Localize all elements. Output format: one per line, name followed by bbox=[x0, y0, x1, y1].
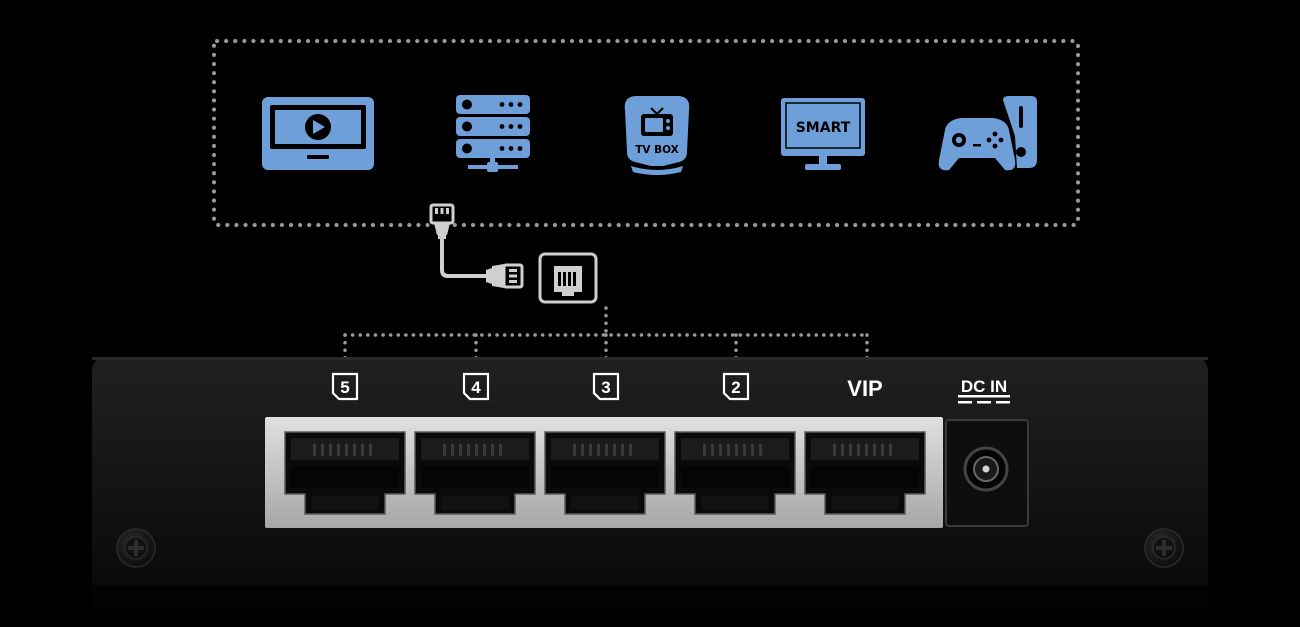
dc-in-label: DC IN bbox=[958, 377, 1010, 404]
media-player-icon bbox=[262, 97, 374, 170]
ethernet-port-icon bbox=[538, 252, 598, 304]
dc-in-jack[interactable] bbox=[945, 419, 1029, 527]
server-icon bbox=[456, 95, 530, 172]
svg-text:5: 5 bbox=[340, 378, 349, 397]
game-console-icon bbox=[938, 96, 1037, 171]
rj45-socket-3[interactable] bbox=[544, 431, 666, 515]
device-group-border bbox=[212, 39, 1080, 227]
screw-left-icon bbox=[116, 528, 156, 568]
dc-in-text: DC IN bbox=[961, 377, 1007, 396]
port-connector-lines bbox=[343, 306, 869, 370]
smart-tv-label: SMART bbox=[796, 120, 851, 136]
port-label-3: 3 bbox=[592, 372, 620, 401]
rj45-socket-vip[interactable] bbox=[804, 431, 926, 515]
port-label-vip: VIP bbox=[847, 376, 882, 401]
rj45-socket-5[interactable] bbox=[284, 431, 406, 515]
svg-text:2: 2 bbox=[731, 378, 740, 397]
svg-text:4: 4 bbox=[471, 378, 481, 397]
port-label-4: 4 bbox=[462, 372, 490, 401]
tv-box-icon: TV BOX bbox=[624, 96, 690, 175]
ethernet-plug-icon bbox=[429, 203, 455, 239]
port-label-2: 2 bbox=[722, 372, 750, 401]
tv-box-label: TV BOX bbox=[635, 144, 679, 156]
ethernet-cable bbox=[429, 203, 524, 289]
svg-text:3: 3 bbox=[601, 378, 610, 397]
rj45-socket-2[interactable] bbox=[674, 431, 796, 515]
port-label-5: 5 bbox=[331, 372, 359, 401]
smart-tv-icon: SMART bbox=[781, 98, 865, 170]
screw-right-icon bbox=[1144, 528, 1184, 568]
rj45-socket-4[interactable] bbox=[414, 431, 536, 515]
ethernet-plug-side-icon bbox=[486, 263, 524, 289]
